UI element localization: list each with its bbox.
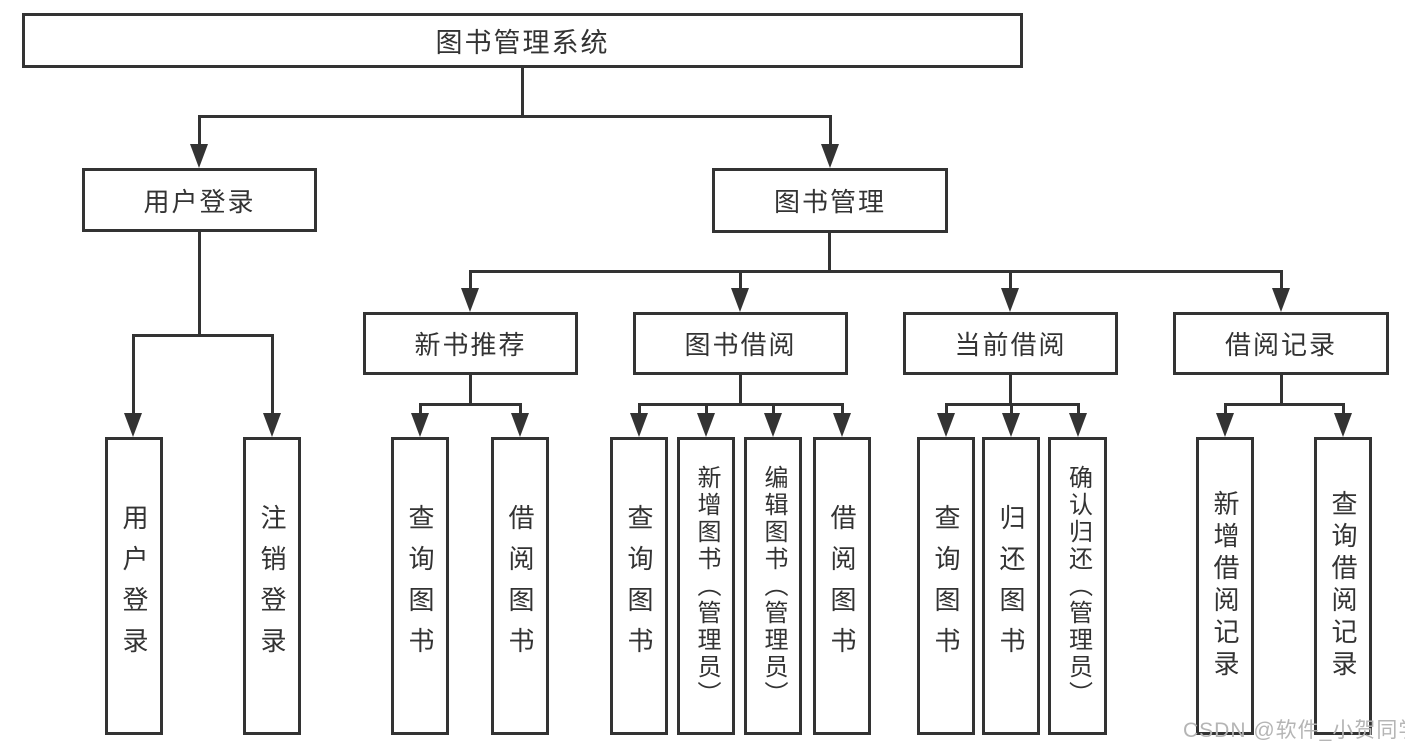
leaf-label: 查询图书 [405, 504, 435, 668]
node-label: 用户登录 [143, 186, 256, 217]
leaf-query-books-current: 查询图书 [917, 437, 975, 735]
leaf-query-books-recommend: 查询图书 [391, 437, 449, 735]
arrowhead-new-book-recommend [461, 288, 479, 312]
leaf-return-books: 归还图书 [982, 437, 1040, 735]
leaf-label: 归还图书 [996, 504, 1026, 668]
connector-stub-book-management [828, 115, 832, 147]
leaf-borrow-books-recommend: 借阅图书 [491, 437, 549, 735]
connector-stub [1341, 403, 1345, 417]
connector-stub-current-borrow [1008, 270, 1012, 292]
connector-stub [771, 403, 775, 417]
arrowhead-current-borrow [1001, 288, 1019, 312]
leaf-label: 查询图书 [624, 504, 654, 668]
connector-current-borrow-stem [1008, 375, 1012, 405]
leaf-edit-books-admin: 编辑图书（管理员） [744, 437, 802, 735]
connector-stub [518, 403, 522, 417]
arrowhead [411, 413, 429, 437]
leaf-label: 查询图书 [931, 504, 961, 668]
node-book-management: 图书管理 [712, 168, 948, 233]
node-label: 图书管理系统 [435, 28, 610, 58]
connector-stub [704, 403, 708, 417]
node-label: 当前借阅 [954, 330, 1067, 360]
connector-level2-distributor [197, 115, 831, 118]
connector-stub-borrow-records [1279, 270, 1283, 292]
arrowhead [1216, 413, 1234, 437]
connector-stub [418, 403, 422, 417]
connector-book-borrow-stem [738, 375, 742, 405]
connector-user-login-stem [197, 232, 201, 336]
arrowhead [1069, 413, 1087, 437]
arrowhead [1002, 413, 1020, 437]
node-current-borrow: 当前借阅 [903, 312, 1118, 375]
node-new-book-recommend: 新书推荐 [363, 312, 578, 375]
leaf-label: 注销登录 [257, 504, 287, 668]
connector-new-book-recommend-distributor [418, 403, 522, 406]
leaf-add-borrow-record: 新增借阅记录 [1196, 437, 1254, 735]
arrowhead-book-management [821, 144, 839, 168]
arrowhead [937, 413, 955, 437]
connector-stub [1009, 403, 1013, 417]
leaf-label: 新增图书（管理员） [693, 464, 720, 708]
leaf-label: 新增借阅记录 [1210, 490, 1240, 682]
leaf-label: 借阅图书 [827, 504, 857, 668]
node-borrow-records: 借阅记录 [1173, 312, 1389, 375]
node-label: 借阅记录 [1224, 330, 1337, 360]
arrowhead [630, 413, 648, 437]
connector-stub-user-login [197, 115, 201, 147]
connector-stub [1076, 403, 1080, 417]
leaf-label: 查询借阅记录 [1328, 490, 1358, 682]
arrowhead-book-borrow [731, 288, 749, 312]
node-library-management-system: 图书管理系统 [22, 13, 1023, 68]
leaf-label: 确认归还（管理员） [1064, 464, 1092, 708]
node-label: 图书借阅 [684, 330, 797, 360]
csdn-watermark: CSDN @软件_小贺同学 [1183, 719, 1405, 742]
node-book-borrow: 图书借阅 [633, 312, 848, 375]
arrowhead-leaf-logout [263, 413, 281, 437]
leaf-confirm-return-admin: 确认归还（管理员） [1048, 437, 1107, 735]
connector-stub-leaf-logout [270, 334, 274, 417]
connector-book-borrow-distributor [637, 403, 844, 406]
node-label: 新书推荐 [414, 330, 527, 360]
arrowhead-borrow-records [1272, 288, 1290, 312]
connector-new-book-recommend-stem [468, 375, 472, 405]
connector-book-management-stem [827, 233, 831, 272]
leaf-add-books-admin: 新增图书（管理员） [677, 437, 735, 735]
arrowhead [833, 413, 851, 437]
node-user-login: 用户登录 [82, 168, 317, 232]
connector-root-stem [520, 68, 524, 117]
arrowhead-leaf-user-login [124, 413, 142, 437]
connector-stub-leaf-user-login [131, 334, 135, 417]
leaf-label: 编辑图书（管理员） [760, 464, 787, 708]
connector-level3-distributor [468, 270, 1283, 273]
arrowhead [511, 413, 529, 437]
connector-stub-book-borrow [738, 270, 742, 292]
leaf-label: 用户登录 [119, 504, 149, 668]
connector-borrow-records-stem [1279, 375, 1283, 405]
connector-stub [1223, 403, 1227, 417]
connector-stub-new-book-recommend [468, 270, 472, 292]
leaf-borrow-books: 借阅图书 [813, 437, 871, 735]
arrowhead [764, 413, 782, 437]
leaf-query-borrow-record: 查询借阅记录 [1314, 437, 1372, 735]
connector-stub [944, 403, 948, 417]
connector-stub [840, 403, 844, 417]
connector-borrow-records-distributor [1223, 403, 1345, 406]
arrowhead-user-login [190, 144, 208, 168]
leaf-user-login: 用户登录 [105, 437, 163, 735]
leaf-logout: 注销登录 [243, 437, 301, 735]
connector-stub [637, 403, 641, 417]
leaf-query-books-borrow: 查询图书 [610, 437, 668, 735]
leaf-label: 借阅图书 [505, 504, 535, 668]
connector-user-login-distributor [131, 334, 274, 337]
node-label: 图书管理 [773, 187, 886, 217]
arrowhead [1334, 413, 1352, 437]
arrowhead [697, 413, 715, 437]
